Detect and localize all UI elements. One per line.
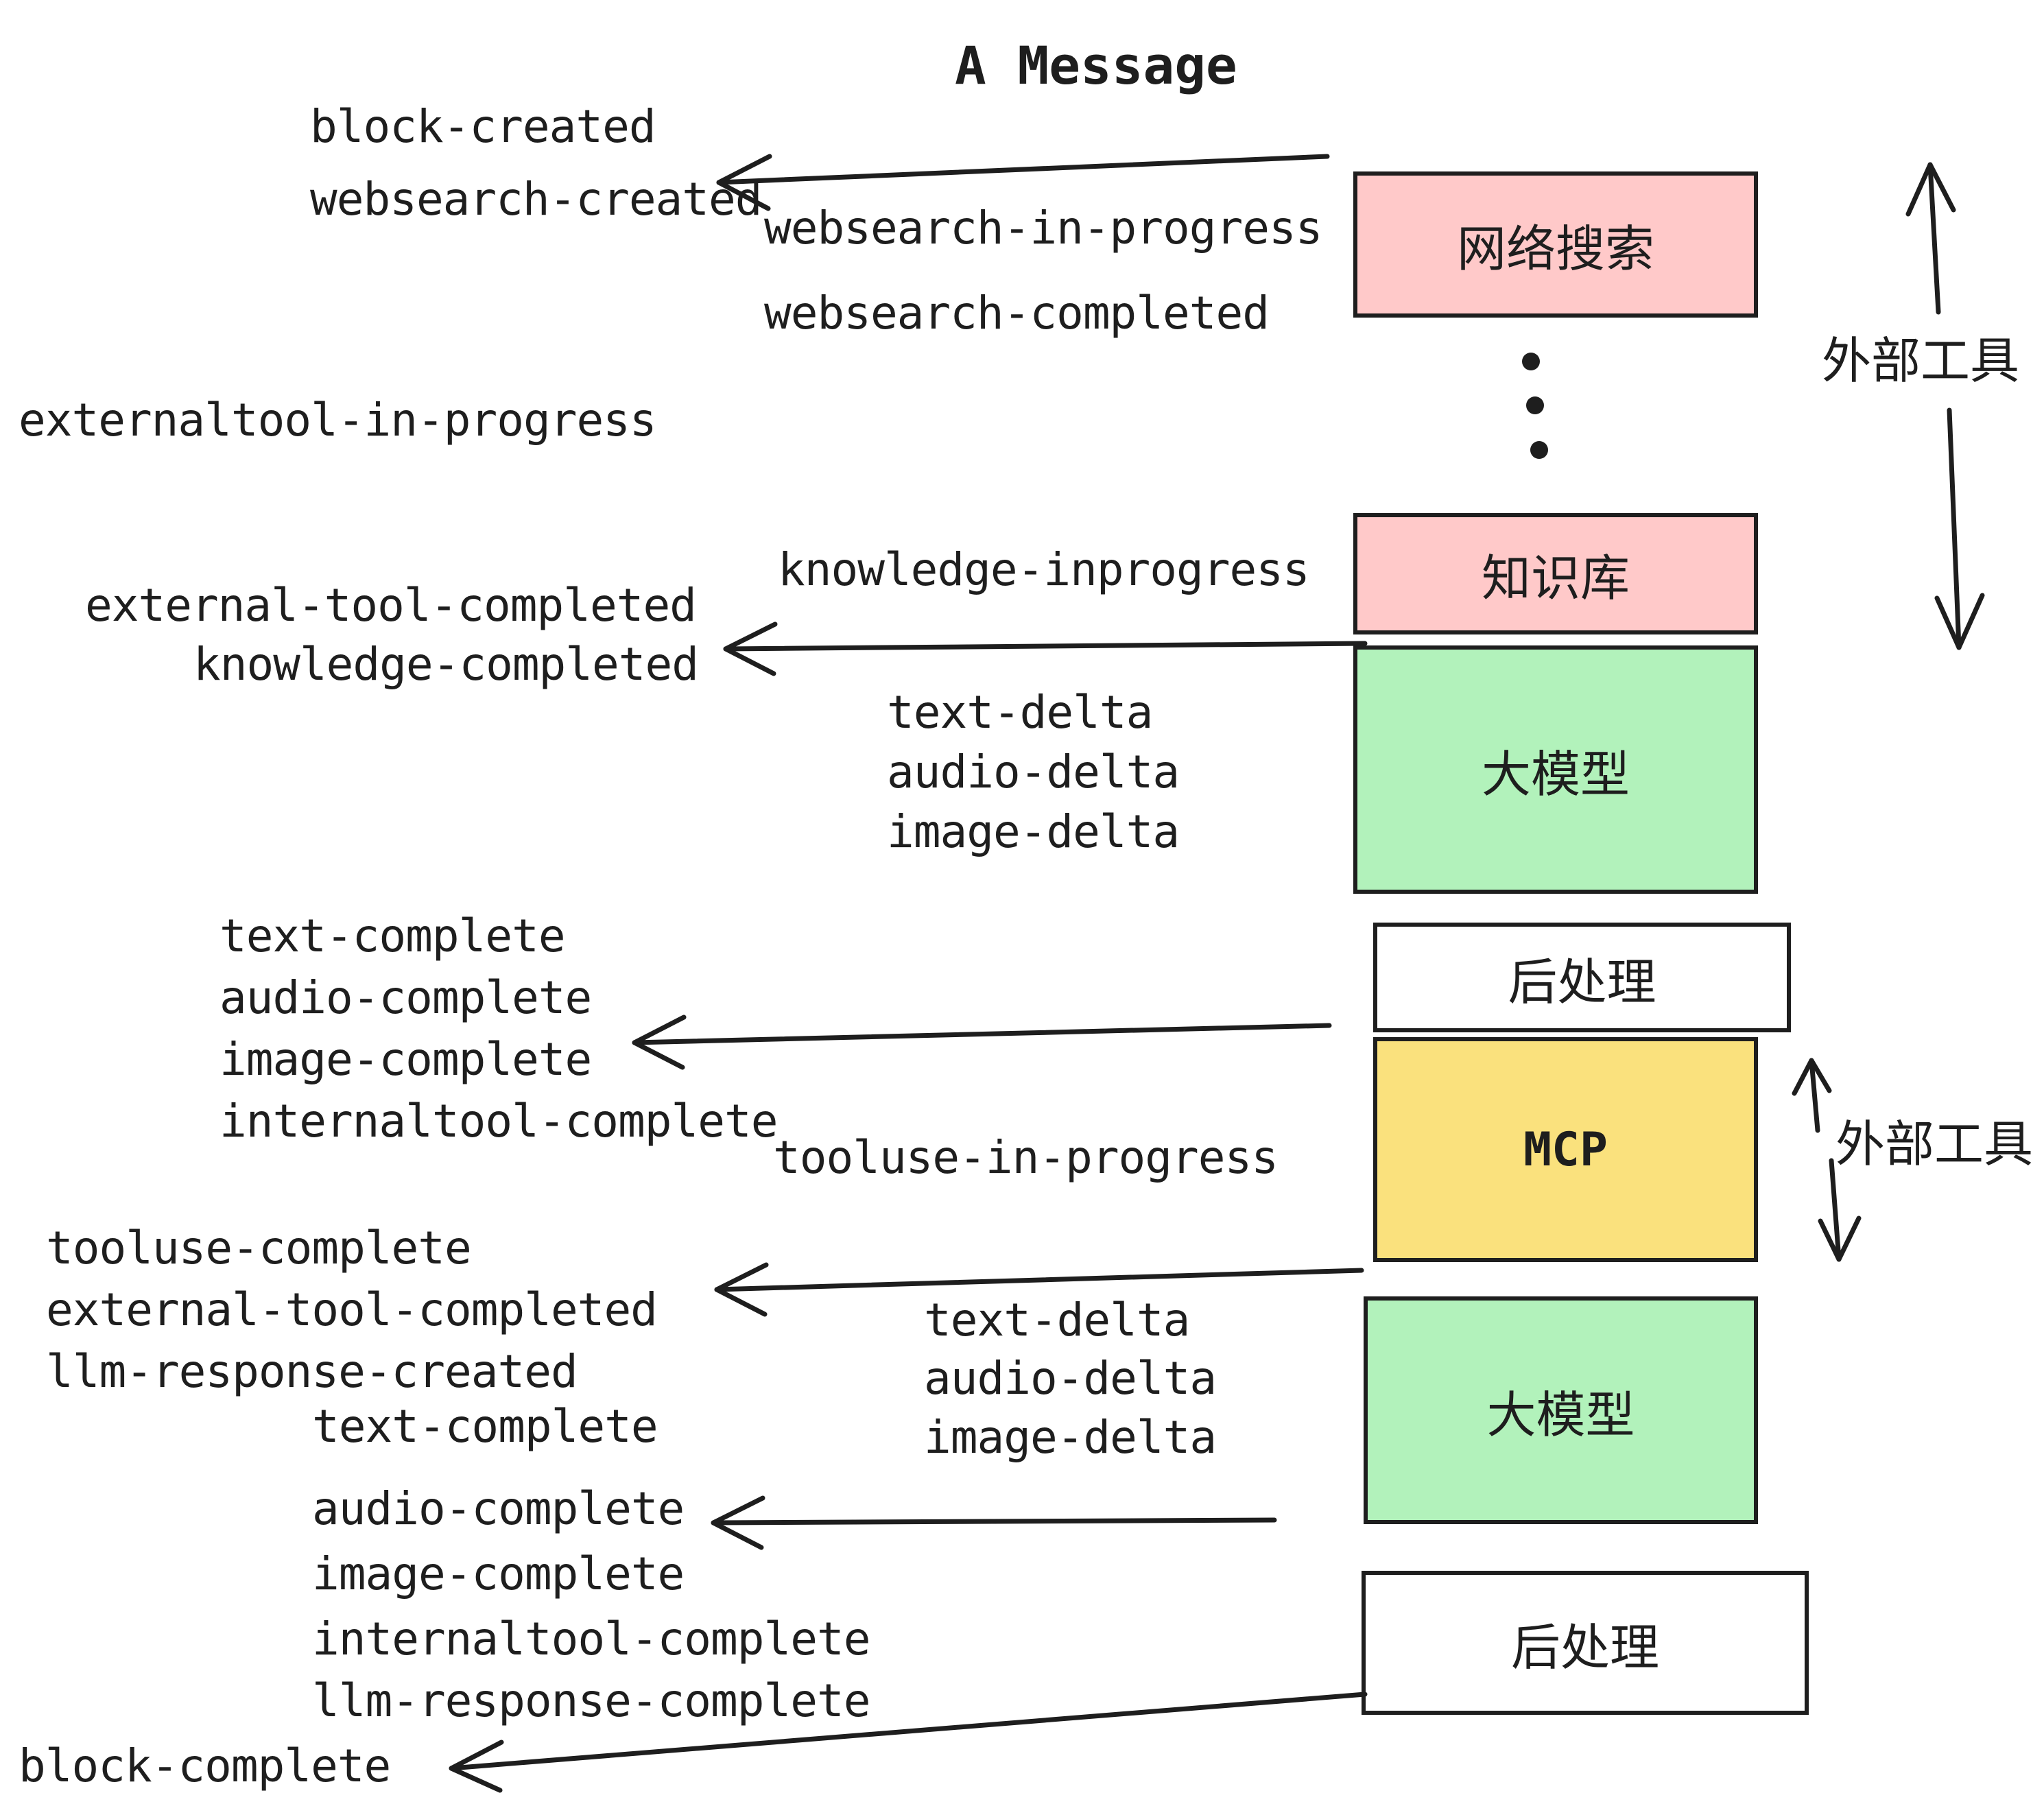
event-llm-response-created: llm-response-created [46, 1345, 578, 1398]
event-internaltool-complete: internaltool-complete [219, 1095, 778, 1148]
page-title: A Message [955, 35, 1237, 96]
event-tooluse-in-progress: tooluse-in-progress [773, 1131, 1279, 1184]
node-post-process-2: 后处理 [1362, 1571, 1809, 1715]
arrow-llm2-complete-icon [711, 1495, 1277, 1550]
node-post-process-1-label: 后处理 [1508, 953, 1656, 1011]
event-audio-complete: audio-complete [219, 971, 592, 1024]
node-post-process-2-label: 后处理 [1510, 1618, 1659, 1676]
node-llm-2: 大模型 [1364, 1296, 1758, 1524]
node-post-process-1: 后处理 [1373, 923, 1791, 1032]
ellipsis-dots-icon [1522, 353, 1548, 459]
arrow-mcp-tools-down-icon [1818, 1158, 1862, 1262]
node-mcp: MCP [1373, 1037, 1758, 1262]
node-knowledge-base-label: 知识库 [1481, 549, 1630, 607]
node-llm-1: 大模型 [1353, 645, 1758, 894]
arrow-websearch-created-icon [716, 154, 1330, 211]
event-text-delta-2: text-delta [924, 1294, 1190, 1346]
node-websearch-label: 网络搜索 [1456, 220, 1654, 278]
arrow-knowledge-completed-icon [723, 621, 1368, 676]
event-block-complete: block-complete [19, 1740, 391, 1792]
event-image-complete: image-complete [219, 1033, 592, 1086]
event-external-tool-completed-2: external-tool-completed [46, 1283, 658, 1336]
event-audio-delta: audio-delta [887, 746, 1180, 798]
event-internaltool-complete-2: internaltool-complete [312, 1613, 870, 1665]
event-text-delta: text-delta [887, 686, 1153, 739]
node-mcp-label: MCP [1523, 1122, 1608, 1177]
event-audio-complete-2: audio-complete [312, 1482, 685, 1535]
side-label-external-tools-1: 外部工具 [1822, 332, 2020, 390]
arrow-external-tools-down-icon [1934, 407, 1985, 650]
event-knowledge-inprogress: knowledge-inprogress [778, 543, 1310, 596]
event-knowledge-completed: knowledge-completed [193, 638, 699, 691]
side-label-external-tools-2: 外部工具 [1835, 1115, 2034, 1173]
event-text-complete-2: text-complete [312, 1400, 658, 1453]
event-text-complete: text-complete [219, 910, 566, 962]
event-block-created: block-created [310, 100, 656, 153]
node-websearch: 网络搜索 [1353, 171, 1758, 318]
arrow-mcp-tools-up-icon [1792, 1058, 1832, 1133]
event-websearch-completed: websearch-completed [764, 287, 1270, 340]
event-websearch-in-progress: websearch-in-progress [764, 202, 1322, 254]
event-llm-response-complete: llm-response-complete [312, 1674, 870, 1727]
event-externaltool-in-progress: externaltool-in-progress [19, 394, 657, 447]
event-websearch-created: websearch-created [310, 173, 763, 226]
node-llm-1-label: 大模型 [1481, 745, 1630, 803]
event-audio-delta-2: audio-delta [924, 1352, 1217, 1405]
event-tooluse-complete: tooluse-complete [46, 1222, 472, 1274]
arrow-external-tools-up-icon [1905, 162, 1956, 315]
node-knowledge-base: 知识库 [1353, 513, 1758, 634]
node-llm-2-label: 大模型 [1486, 1386, 1635, 1444]
event-external-tool-completed: external-tool-completed [85, 579, 697, 632]
event-image-delta-2: image-delta [924, 1411, 1217, 1464]
event-image-delta: image-delta [887, 805, 1180, 858]
arrow-internal-complete-icon [632, 1014, 1332, 1070]
event-image-complete-2: image-complete [312, 1547, 685, 1600]
